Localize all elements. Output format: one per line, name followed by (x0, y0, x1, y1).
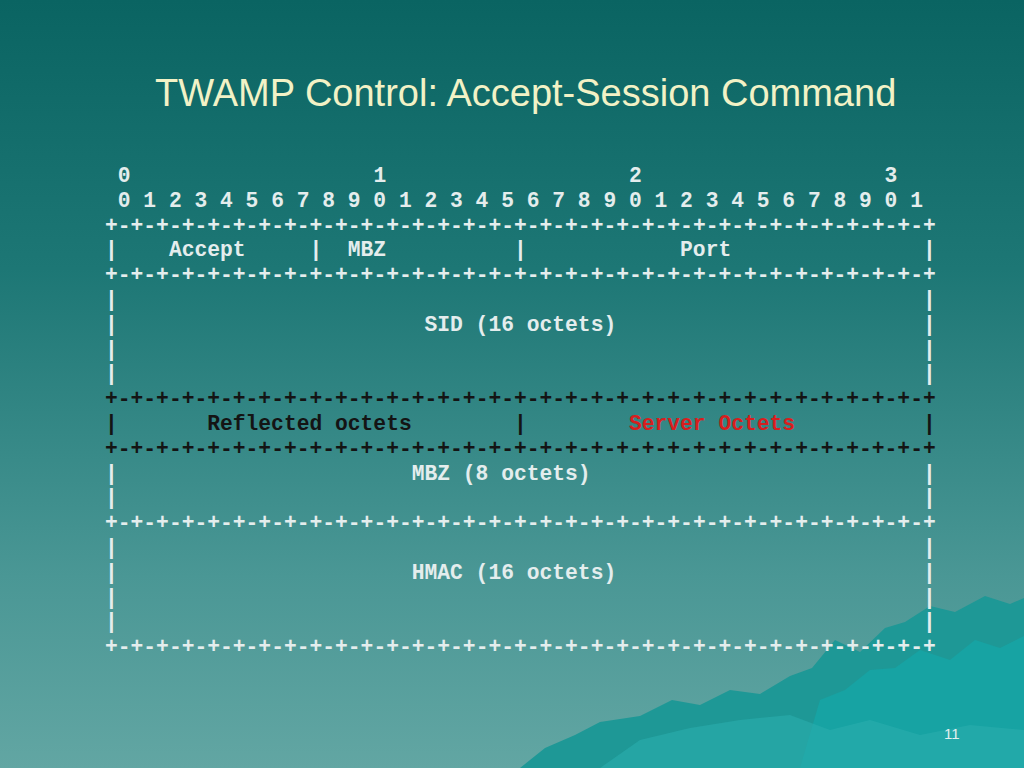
bit-header: 2 (629, 164, 642, 188)
pipe: | (105, 486, 118, 510)
pipe: | (923, 561, 936, 585)
field-reflected: Reflected octets (118, 412, 514, 436)
pipe: | (923, 338, 936, 362)
mountain-silhouette (520, 596, 1024, 768)
pipe: | (105, 338, 118, 362)
pipe: | (105, 412, 118, 436)
pipe: | (923, 462, 936, 486)
bit-numbers: 0 1 2 3 4 5 6 7 8 9 0 1 2 3 4 5 6 7 8 9 … (118, 189, 923, 213)
bit-header: 3 (885, 164, 898, 188)
ruler: +-+-+-+-+-+-+-+-+-+-+-+-+-+-+-+-+-+-+-+-… (105, 635, 936, 659)
field-name: Port (680, 238, 731, 262)
field-accept: Accept (118, 238, 310, 262)
pipe: | (923, 412, 936, 436)
pipe: | (514, 238, 527, 262)
pipe: | (923, 238, 936, 262)
pipe: | (923, 486, 936, 510)
pipe: | (923, 313, 936, 337)
pipe: | (923, 586, 936, 610)
pipe: | (105, 313, 118, 337)
pipe: | (923, 362, 936, 386)
field-sid: SID (16 octets) (118, 288, 923, 386)
ruler: +-+-+-+-+-+-+-+-+-+-+-+-+-+-+-+-+-+-+-+-… (105, 387, 936, 411)
pipe: | (923, 610, 936, 634)
pipe: | (309, 238, 322, 262)
field-mbz: MBZ (322, 238, 514, 262)
ruler: +-+-+-+-+-+-+-+-+-+-+-+-+-+-+-+-+-+-+-+-… (105, 214, 936, 238)
field-name: Reflected octets (207, 412, 411, 436)
pipe: | (105, 610, 118, 634)
field-name: MBZ (8 octets) (412, 462, 591, 486)
bit-header: 0 (118, 164, 131, 188)
pipe: | (105, 238, 118, 262)
pipe: | (923, 288, 936, 312)
pipe: | (105, 288, 118, 312)
page-number: 11 (944, 725, 960, 743)
field-server: Server Octets (527, 412, 923, 436)
field-name: MBZ (348, 238, 386, 262)
slide-title: TWAMP Control: Accept-Session Command (155, 71, 896, 115)
pipe: | (923, 536, 936, 560)
pipe: | (105, 536, 118, 560)
pipe: | (105, 561, 118, 585)
field-port: Port (527, 238, 923, 262)
field-name: Accept (169, 238, 246, 262)
pipe: | (514, 412, 527, 436)
pipe: | (105, 362, 118, 386)
mountain-light (600, 715, 1024, 768)
field-name: Server Octets (629, 412, 795, 436)
field-name: HMAC (16 octets) (412, 561, 616, 585)
field-mbz8: MBZ (8 octets) (118, 462, 923, 511)
ruler: +-+-+-+-+-+-+-+-+-+-+-+-+-+-+-+-+-+-+-+-… (105, 437, 936, 461)
bit-header: 1 (373, 164, 386, 188)
pipe: | (105, 462, 118, 486)
field-name: SID (16 octets) (424, 313, 616, 337)
pipe: | (105, 586, 118, 610)
ruler: +-+-+-+-+-+-+-+-+-+-+-+-+-+-+-+-+-+-+-+-… (105, 511, 936, 535)
field-hmac: HMAC (16 octets) (118, 536, 923, 634)
ruler: +-+-+-+-+-+-+-+-+-+-+-+-+-+-+-+-+-+-+-+-… (105, 263, 936, 287)
